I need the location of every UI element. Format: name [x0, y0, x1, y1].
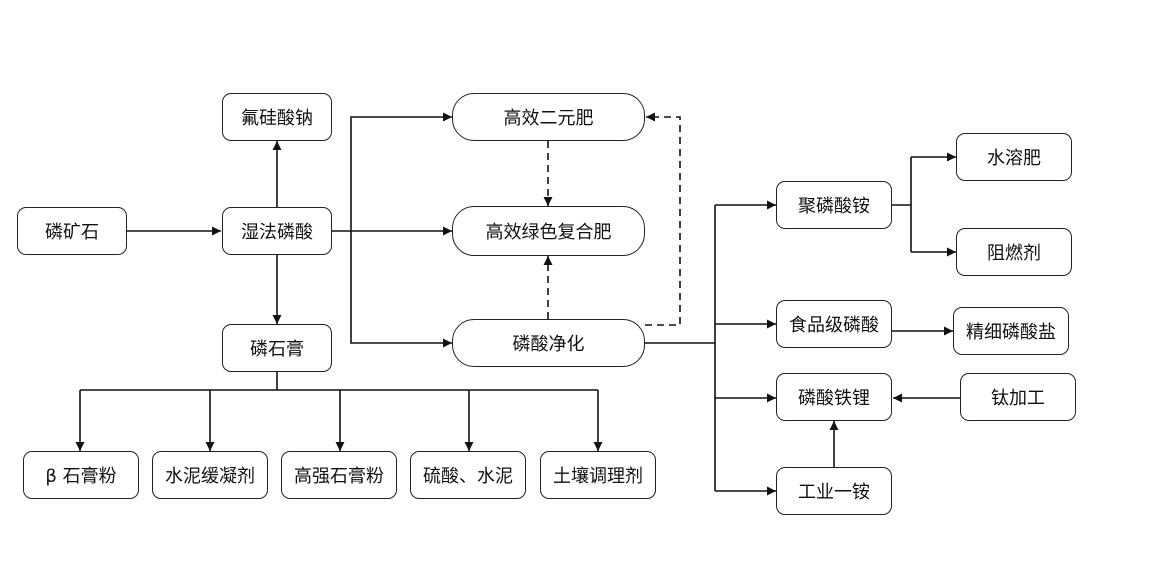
- node-lithium-iron-phosphate: 磷酸铁锂: [776, 373, 892, 421]
- node-phosphogypsum: 磷石膏: [222, 324, 332, 372]
- edge-wet-acid-to-purification: [350, 231, 452, 348]
- node-phosphate-rock: 磷矿石: [17, 207, 127, 255]
- edge-wet-acid-to-binary-fertilizer: [350, 112, 452, 231]
- node-flame-retardant: 阻燃剂: [956, 228, 1072, 276]
- node-industrial-monoammonium-phosphate: 工业一铵: [776, 467, 892, 515]
- node-food-grade-phosphoric-acid: 食品级磷酸: [776, 300, 892, 348]
- node-fine-phosphate-salt: 精细磷酸盐: [953, 307, 1069, 355]
- edge-purification-bus: [645, 205, 716, 491]
- node-green-compound-fertilizer: 高效绿色复合肥: [452, 206, 645, 256]
- edge-purification-to-binary-dashed: [645, 112, 681, 326]
- node-efficient-binary-fertilizer: 高效二元肥: [452, 93, 645, 141]
- node-beta-gypsum-powder: β 石膏粉: [23, 451, 139, 499]
- node-titanium-processing: 钛加工: [960, 373, 1076, 421]
- node-soil-conditioner: 土壤调理剂: [540, 451, 656, 499]
- edge-app-bus: [891, 157, 912, 252]
- node-water-soluble-fertilizer: 水溶肥: [956, 133, 1072, 181]
- node-phosphoric-acid-purification: 磷酸净化: [452, 319, 645, 367]
- node-sodium-fluorosilicate: 氟硅酸钠: [222, 93, 332, 141]
- edge-phosphogypsum-bus: [80, 372, 598, 391]
- node-sulfuric-acid-cement: 硫酸、水泥: [410, 451, 526, 499]
- node-ammonium-polyphosphate: 聚磷酸铵: [776, 181, 892, 229]
- node-wet-process-phosphoric-acid: 湿法磷酸: [222, 207, 332, 255]
- node-cement-retarder: 水泥缓凝剂: [152, 451, 268, 499]
- node-high-strength-gypsum: 高强石膏粉: [281, 451, 397, 499]
